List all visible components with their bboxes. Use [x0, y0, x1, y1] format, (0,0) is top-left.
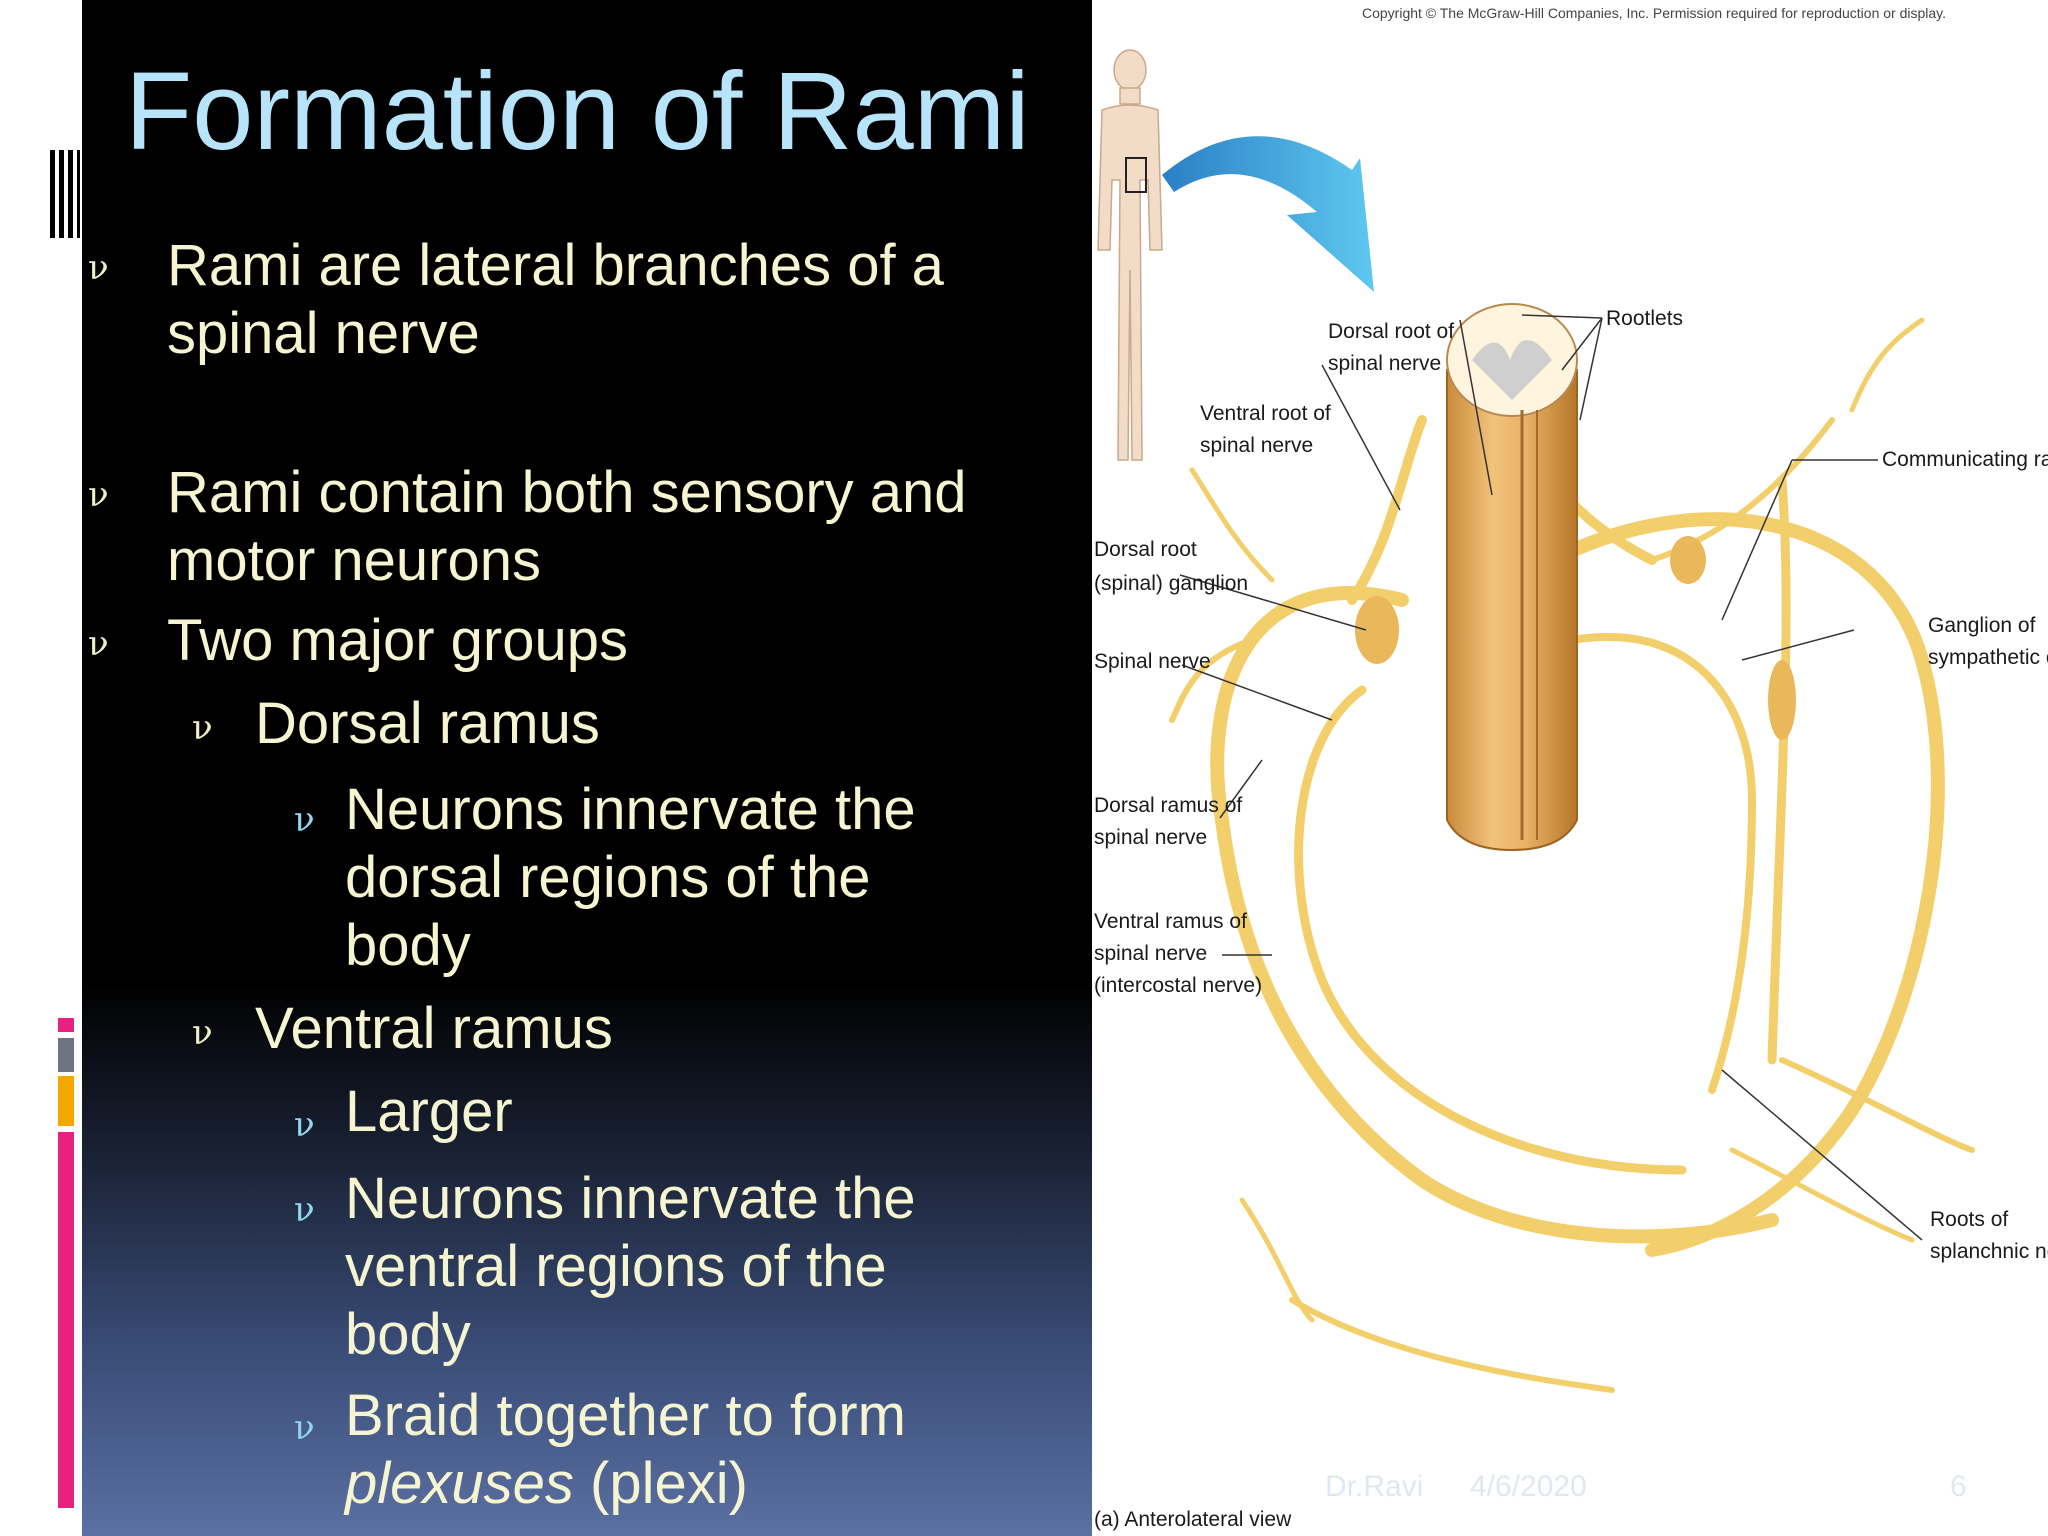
label-ganglion-sympathetic-2: sympathetic chain	[1928, 646, 2048, 669]
copyright-notice: Copyright © The McGraw-Hill Companies, I…	[1362, 5, 1946, 21]
label-dorsal-ramus-2: spinal nerve	[1094, 826, 1207, 849]
decor-bar-gray	[58, 1038, 74, 1072]
bullet-line: ventral regions of the	[345, 1234, 887, 1299]
sub-bullet-marker: ν	[192, 708, 213, 748]
subsub-bullet-marker: ν	[294, 800, 315, 840]
bullet-line: Ventral ramus	[255, 996, 613, 1061]
decor-bar-orange	[58, 1076, 74, 1126]
label-dorsal-ramus: Dorsal ramus of	[1094, 794, 1242, 817]
label-ventral-ramus-2: spinal nerve	[1094, 942, 1207, 965]
sub-bullet-text: Dorsal ramus	[255, 690, 600, 758]
label-spinal-nerve: Spinal nerve	[1094, 650, 1211, 673]
bullet-text: Rami are lateral branches of a spinal ne…	[167, 232, 944, 368]
bullet-marker: ν	[88, 624, 109, 664]
bullet-line: spinal nerve	[167, 301, 480, 366]
label-ventral-ramus: Ventral ramus of	[1094, 910, 1247, 933]
spinal-cord	[1446, 303, 1578, 852]
footer-author: Dr.Ravi	[1325, 1470, 1424, 1503]
zoom-arrow-icon	[1162, 136, 1374, 292]
plexi-term: (plexi)	[573, 1451, 748, 1516]
label-splanchnic-2: splanchnic nerve	[1930, 1240, 2048, 1263]
decor-bar-pink-long	[58, 1132, 74, 1508]
text-panel	[82, 0, 1092, 1536]
bullet-line: Dorsal ramus	[255, 691, 600, 756]
bullet-line: Larger	[345, 1079, 513, 1144]
label-splanchnic: Roots of	[1930, 1208, 2008, 1231]
label-ventral-root-2: spinal nerve	[1200, 434, 1313, 457]
bullet-line: body	[345, 913, 471, 978]
label-ventral-ramus-3: (intercostal nerve)	[1094, 974, 1262, 997]
decor-bar-pink-small	[58, 1018, 74, 1032]
slide-title: Formation of Rami	[125, 50, 1030, 173]
top-stripe-decoration	[46, 150, 80, 238]
label-drg: Dorsal root	[1094, 538, 1197, 561]
spinal-nerve-diagram: Copyright © The McGraw-Hill Companies, I…	[1094, 5, 2048, 1531]
spinal-nerve-figure: Copyright © The McGraw-Hill Companies, I…	[1092, 0, 2048, 1536]
subsub-bullet-text: Neurons innervate the dorsal regions of …	[345, 776, 916, 980]
bullet-line: Rami are lateral branches of a	[167, 233, 944, 298]
bullet-line: body	[345, 1302, 471, 1367]
label-dorsal-root: Dorsal root of	[1328, 320, 1454, 343]
bullet-line: Neurons innervate the	[345, 777, 916, 842]
ganglia	[1355, 536, 1796, 740]
footer-date: 4/6/2020	[1470, 1470, 1587, 1503]
bullet-marker: ν	[88, 475, 109, 515]
bullet-line: motor neurons	[167, 528, 541, 593]
label-view: (a) Anterolateral view	[1094, 1508, 1292, 1531]
bullet-marker: ν	[88, 248, 109, 288]
bullet-line: Rami contain both sensory and	[167, 460, 967, 525]
subsub-bullet-text: Braid together to form plexuses (plexi)	[345, 1382, 906, 1518]
bullet-line: Neurons innervate the	[345, 1166, 916, 1231]
plexuses-term: plexuses	[345, 1451, 574, 1516]
left-edge-strip	[0, 0, 82, 1536]
subsub-bullet-text: Larger	[345, 1078, 513, 1146]
bullet-line: Two major groups	[167, 608, 628, 673]
label-communicating-rami: Communicating rami	[1882, 448, 2048, 471]
sub-bullet-marker: ν	[192, 1013, 213, 1053]
bullet-text: Two major groups	[167, 607, 628, 675]
subsub-bullet-marker: ν	[294, 1190, 315, 1230]
slide-number: 6	[1950, 1470, 1967, 1503]
label-rootlets: Rootlets	[1606, 307, 1683, 330]
bullet-line: dorsal regions of the	[345, 845, 871, 910]
subsub-bullet-marker: ν	[294, 1408, 315, 1448]
sub-bullet-text: Ventral ramus	[255, 995, 613, 1063]
nerve-branches	[1169, 317, 1975, 1393]
label-dorsal-root-2: spinal nerve	[1328, 352, 1441, 375]
subsub-bullet-marker: ν	[294, 1105, 315, 1145]
label-leader-lines	[1179, 314, 1923, 1241]
human-figure-icon	[1097, 49, 1163, 461]
figure-labels: Dorsal root of spinal nerve Rootlets Ven…	[1094, 307, 2048, 1531]
label-ventral-root: Ventral root of	[1200, 402, 1331, 425]
bullet-text: Rami contain both sensory and motor neur…	[167, 459, 967, 595]
subsub-bullet-text: Neurons innervate the ventral regions of…	[345, 1165, 916, 1369]
label-drg-2: (spinal) ganglion	[1094, 572, 1248, 595]
bullet-line: Braid together to form	[345, 1383, 906, 1448]
label-ganglion-sympathetic: Ganglion of	[1928, 614, 2036, 637]
bullet-line: plexuses (plexi)	[345, 1450, 906, 1518]
